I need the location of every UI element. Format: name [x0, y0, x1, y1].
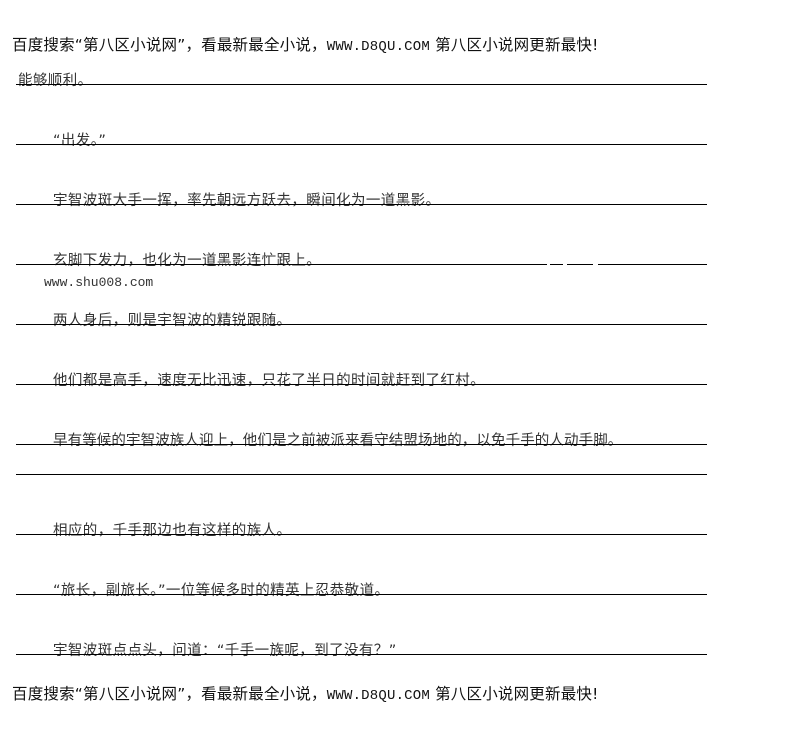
text-line-1: 能够顺利。: [18, 73, 93, 89]
underline-rule: [16, 144, 707, 145]
rule-gap: [547, 263, 550, 266]
underline-rule: [16, 654, 707, 655]
text-line-2: “出发。”: [53, 133, 107, 149]
underline-rule: [16, 204, 707, 205]
text-line-4: 玄脚下发力，也化为一道黑影连忙跟上。: [53, 253, 322, 269]
underline-rule: [16, 444, 707, 445]
rule-gap: [563, 263, 567, 266]
text-line-7: 早有等候的宇智波族人迎上，他们是之前被派来看守结盟场地的，以免千手的人动手脚。: [53, 433, 623, 449]
underline-rule: [16, 264, 707, 265]
underline-rule: [16, 324, 707, 325]
text-line-10: 宇智波斑点点头，问道：“千手一族呢，到了没有？”: [53, 643, 397, 659]
underline-rule: [16, 384, 707, 385]
underline-rule-empty: [16, 474, 707, 475]
text-line-6: 他们都是高手，速度无比迅速，只花了半日的时间就赶到了红村。: [53, 373, 486, 389]
underline-rule: [16, 594, 707, 595]
rule-gap: [593, 263, 598, 266]
underline-rule: [16, 84, 707, 85]
underline-rule: [16, 534, 707, 535]
text-line-9: “旅长，副旅长。”一位等候多时的精英上忍恭敬道。: [53, 583, 390, 599]
site-banner-bottom: 百度搜索“第八区小说网”，看最新最全小说，WWW.D8QU.COM 第八区小说网…: [12, 682, 599, 704]
banner-url[interactable]: WWW.D8QU.COM: [326, 688, 430, 704]
text-line-8: 相应的，千手那边也有这样的族人。: [53, 523, 292, 539]
text-line-5: 两人身后，则是宇智波的精锐跟随。: [53, 313, 292, 329]
banner-suffix: 第八区小说网更新最快!: [429, 36, 599, 54]
banner-prefix: 百度搜索“第八区小说网”，看最新最全小说，: [12, 685, 327, 703]
watermark-url: www.shu008.com: [44, 275, 154, 290]
site-banner-top: 百度搜索“第八区小说网”，看最新最全小说，WWW.D8QU.COM 第八区小说网…: [12, 33, 599, 55]
banner-suffix: 第八区小说网更新最快!: [429, 685, 599, 703]
banner-prefix: 百度搜索“第八区小说网”，看最新最全小说，: [12, 36, 327, 54]
text-line-3: 宇智波斑大手一挥，率先朝远方跃去，瞬间化为一道黑影。: [53, 193, 441, 209]
banner-url[interactable]: WWW.D8QU.COM: [326, 39, 430, 55]
